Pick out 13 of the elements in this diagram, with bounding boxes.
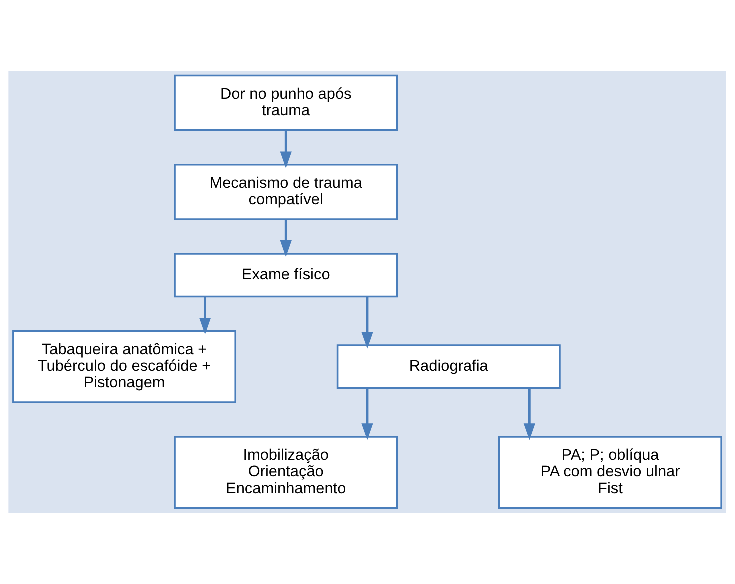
node-box: Dor no punho após trauma <box>174 74 398 132</box>
node-box: PA; P; oblíqua PA com desvio ulnar Fist <box>498 436 722 510</box>
node-box: Imobilização Orientação Encaminhamento <box>174 436 398 510</box>
node-box: Mecanismo de trauma compatível <box>174 164 398 220</box>
node-box: Exame físico <box>174 253 398 298</box>
arrow <box>362 297 374 349</box>
node-box: Tabaqueira anatômica + Tubérculo do escafóide + Pistonagem <box>12 330 236 404</box>
arrow <box>362 388 374 440</box>
node-box: Radiografia <box>336 344 561 390</box>
arrow <box>280 220 292 258</box>
arrow <box>199 297 212 335</box>
arrow <box>280 130 292 168</box>
arrow <box>524 388 536 440</box>
